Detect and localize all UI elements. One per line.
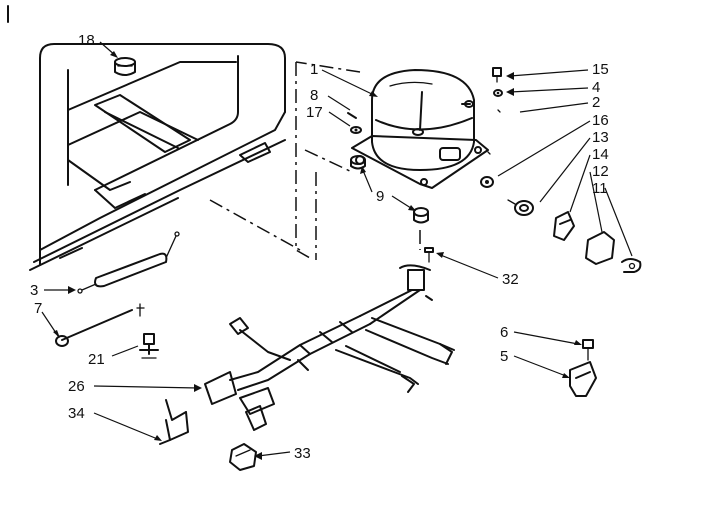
callout-8: 8 xyxy=(310,87,318,104)
callout-12: 12 xyxy=(592,163,609,180)
callout-16: 16 xyxy=(592,112,609,129)
callout-26: 26 xyxy=(68,378,85,395)
screw-part-6 xyxy=(582,339,594,361)
screw-part-32 xyxy=(424,247,434,263)
callout-6: 6 xyxy=(500,324,508,341)
callout-17: 17 xyxy=(306,104,323,121)
washer-part-17 xyxy=(350,126,362,134)
callout-18: 18 xyxy=(78,32,95,49)
relay-part-14 xyxy=(553,211,575,241)
overload-part-16 xyxy=(480,176,494,188)
cover-part-12 xyxy=(585,231,615,265)
grommet-part-18 xyxy=(114,57,136,76)
callout-7: 7 xyxy=(34,300,42,317)
callout-labels: 18 1 8 17 9 15 4 2 16 13 14 12 11 32 3 7… xyxy=(30,32,609,462)
clip-part-11 xyxy=(621,258,642,273)
clamp-part-5 xyxy=(569,361,597,397)
relay-part-13 xyxy=(507,199,534,216)
clamp-part-34 xyxy=(159,399,189,445)
connector-part-33 xyxy=(229,443,257,471)
washer-part-4 xyxy=(493,89,503,97)
capillary-tube-part-7 xyxy=(55,303,145,347)
callout-4: 4 xyxy=(592,79,600,96)
callout-33: 33 xyxy=(294,445,311,462)
cabinet-base xyxy=(7,5,286,271)
callout-11: 11 xyxy=(592,180,608,197)
callout-1: 1 xyxy=(310,61,318,78)
callout-3: 3 xyxy=(30,282,38,299)
drier-part-3 xyxy=(77,231,180,294)
callout-34: 34 xyxy=(68,405,85,422)
callout-5: 5 xyxy=(500,348,508,365)
callout-9: 9 xyxy=(376,188,384,205)
clip-part-21 xyxy=(139,333,159,359)
callout-2: 2 xyxy=(592,94,600,111)
assembly-guide-lines xyxy=(209,61,421,260)
mount-grommet-part-9 xyxy=(350,155,429,224)
compressor-part-1 xyxy=(351,69,489,189)
wiring-harness-part-26 xyxy=(204,264,455,431)
callout-15: 15 xyxy=(592,61,609,78)
mount-grommet-part-8 xyxy=(347,112,357,119)
clip-part-2 xyxy=(487,109,501,155)
callout-32: 32 xyxy=(502,271,519,288)
callout-14: 14 xyxy=(592,146,609,163)
callout-13: 13 xyxy=(592,129,609,146)
leader-lines xyxy=(41,41,633,460)
screw-part-15 xyxy=(492,67,502,83)
callout-21: 21 xyxy=(88,351,105,368)
